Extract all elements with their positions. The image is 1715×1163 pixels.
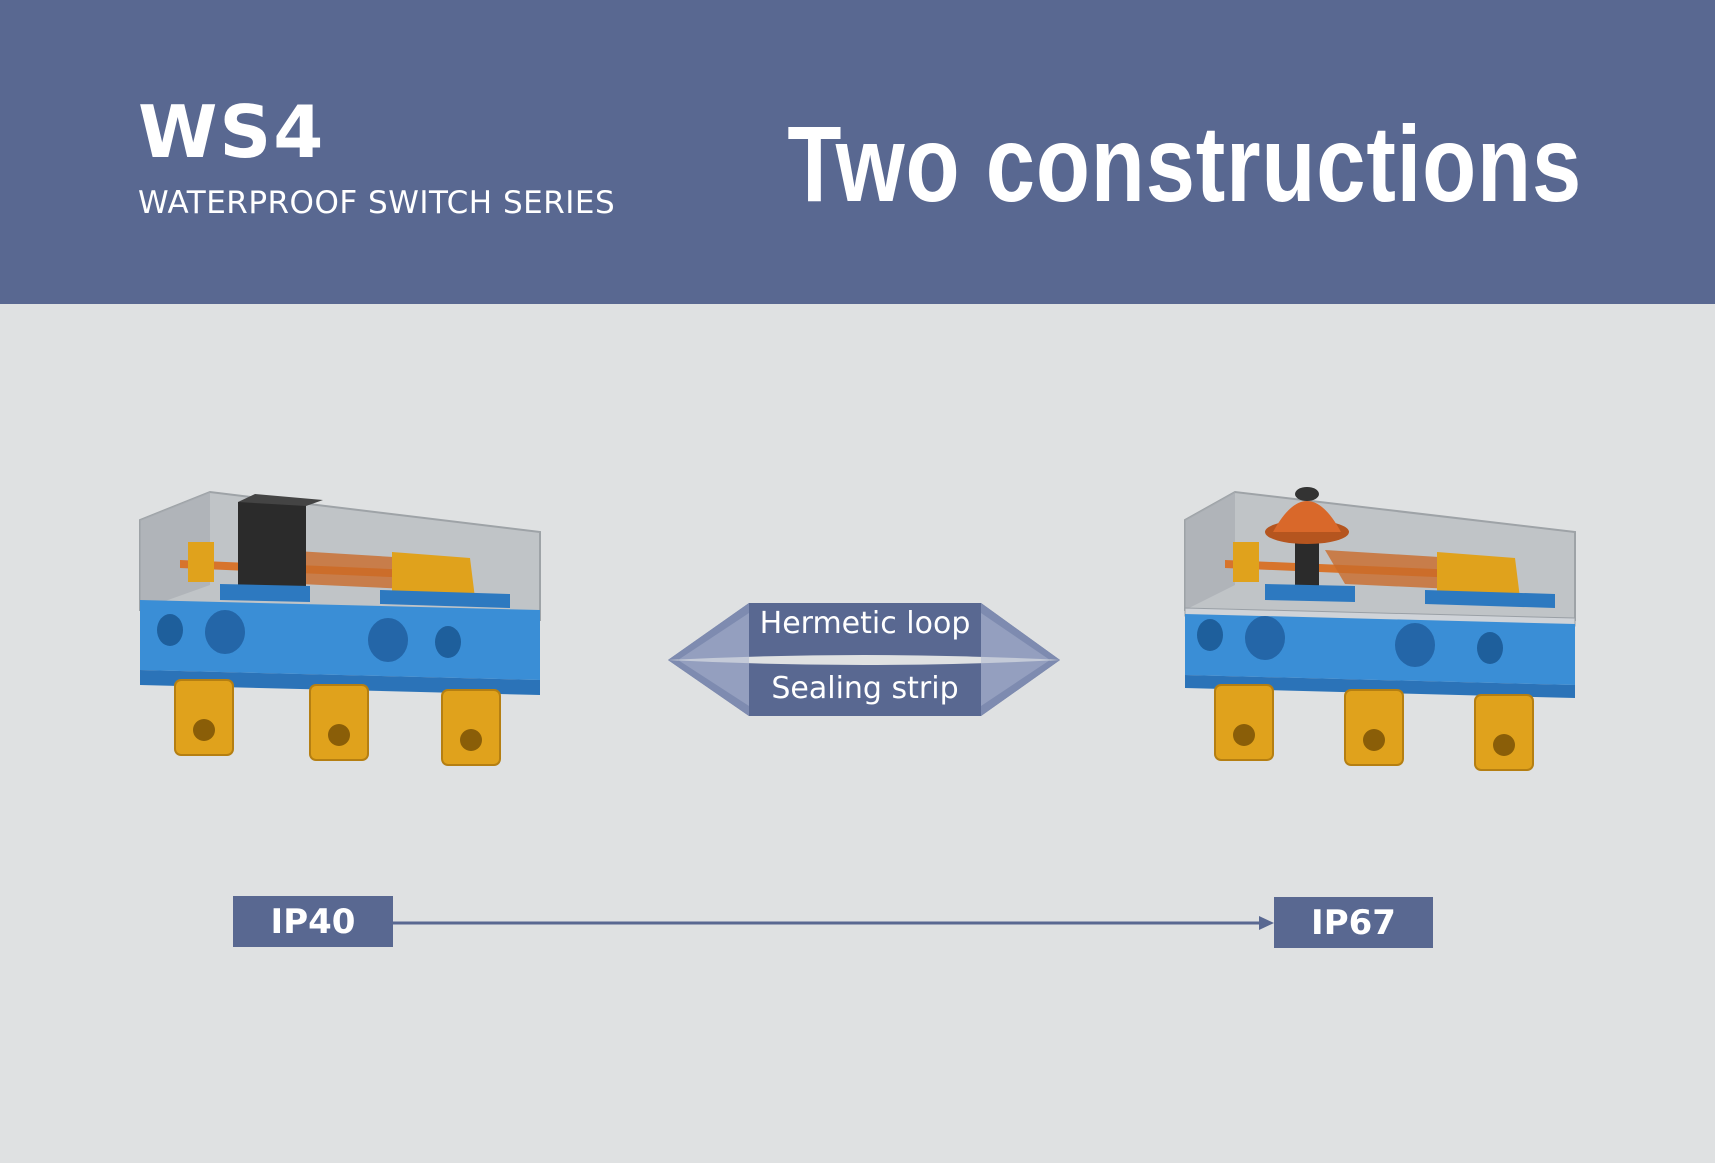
switch-ip40-illustration: [139, 490, 541, 766]
series-subtitle: WATERPROOF SWITCH SERIES: [138, 185, 616, 221]
hermetic-sealing-diamond: [668, 603, 1060, 716]
ip67-badge: IP67: [1274, 897, 1433, 948]
model-title: WS4: [138, 90, 326, 174]
switch-ip67-illustration: [1184, 487, 1576, 771]
ip40-badge: IP40: [233, 896, 393, 947]
upgrade-arrow: [393, 916, 1274, 930]
header-banner: WS4 WATERPROOF SWITCH SERIES Two constru…: [0, 0, 1715, 304]
hermetic-loop-label: Hermetic loop: [759, 606, 971, 641]
headline: Two constructions: [787, 103, 1582, 224]
sealing-strip-label: Sealing strip: [771, 671, 959, 706]
